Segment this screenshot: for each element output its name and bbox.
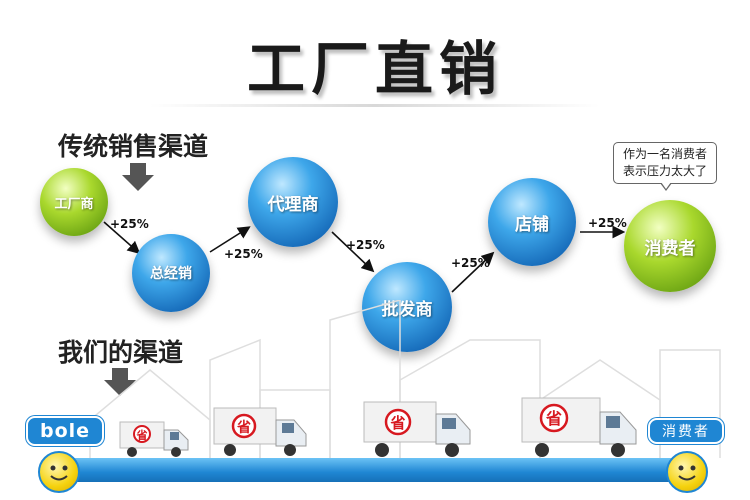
down-arrow-icon: [104, 368, 136, 396]
node-consumer: 消费者: [624, 200, 716, 292]
markup-label-4: +25%: [451, 256, 490, 270]
node-general-distributor: 总经销: [132, 234, 210, 312]
speech-line-1: 作为一名消费者: [622, 147, 707, 161]
connector-3: [331, 231, 375, 273]
traditional-channel-label: 传统销售渠道: [58, 132, 209, 161]
markup-label-2: +25%: [224, 247, 263, 261]
delivery-truck-1: 省: [119, 421, 189, 457]
truck-badge-2: 省: [236, 419, 251, 436]
flow-connectors: [103, 221, 626, 293]
down-arrow-icon: [122, 163, 154, 191]
speech-line-2: 表示压力太大了: [622, 164, 707, 178]
consumer-badge: 消费者: [648, 418, 724, 444]
markup-label-5: +25%: [588, 216, 627, 230]
speech-bubble-tail-inner: [661, 182, 671, 189]
speech-bubble: 作为一名消费者 表示压力太大了: [613, 142, 717, 184]
markup-label-3: +25%: [346, 238, 385, 252]
delivery-truck-2: 省: [213, 407, 307, 456]
node-factory: 工厂商: [40, 168, 108, 236]
delivery-truck-3: 省: [363, 401, 471, 457]
truck-badge-1: 省: [136, 428, 148, 442]
markup-label-1: +25%: [110, 217, 149, 231]
truck-badge-4: 省: [545, 409, 562, 428]
our-channel-label: 我们的渠道: [58, 338, 184, 367]
connector-1: [103, 221, 141, 255]
connector-2: [209, 226, 251, 253]
delivery-truck-4: 省: [521, 397, 637, 457]
title-divider: [150, 104, 600, 107]
smiley-left-icon: [38, 451, 80, 493]
connector-4: [451, 251, 495, 293]
smiley-right-icon: [666, 451, 708, 493]
truck-badge-3: 省: [389, 414, 405, 432]
page-title: 工厂直销: [246, 35, 503, 103]
node-store: 店铺: [488, 178, 576, 266]
direct-channel-bar: [40, 458, 700, 482]
brand-logo: bole: [26, 416, 104, 446]
node-agent: 代理商: [248, 157, 338, 247]
